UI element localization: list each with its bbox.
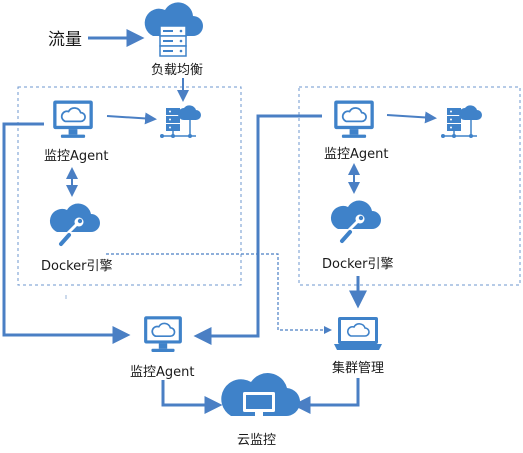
cluster-to-cloud-arrow (292, 378, 360, 414)
docker-left-label: Docker引擎 (41, 259, 113, 274)
monitor-agent-right-label: 监控Agent (324, 147, 388, 162)
center-agent-to-cloud-arrow (161, 380, 223, 414)
docker-right-icon (328, 198, 383, 243)
docker-left-to-cluster-dashed-link (106, 253, 332, 334)
host-box-right (298, 86, 521, 286)
node-right-icon (440, 104, 483, 139)
docker-left-icon (47, 201, 102, 246)
node-left-icon (159, 104, 202, 139)
monitor-agent-left-label: 监控Agent (44, 149, 108, 164)
cluster-management-label: 集群管理 (332, 360, 384, 376)
monitor-agent-left-icon (52, 99, 94, 139)
agent-left-to-center-arrow (2, 122, 131, 344)
agent-left-to-node-arrow (106, 112, 157, 125)
agent-right-to-center-arrow (193, 114, 322, 345)
monitor-agent-center-label: 监控Agent (130, 365, 194, 380)
cloud-monitoring-icon (221, 373, 301, 419)
monitor-agent-center-icon (143, 315, 183, 353)
load-balancer-icon (144, 2, 203, 57)
agent-right-to-node-arrow (386, 111, 437, 124)
monitor-agent-right-icon (333, 99, 375, 139)
traffic-label: 流量 (48, 30, 82, 50)
cloud-monitoring-label: 云监控 (237, 433, 276, 448)
load-balancer-label: 负载均衡 (151, 63, 203, 78)
docker-right-label: Docker引擎 (322, 257, 394, 272)
cluster-management-icon (334, 317, 382, 350)
